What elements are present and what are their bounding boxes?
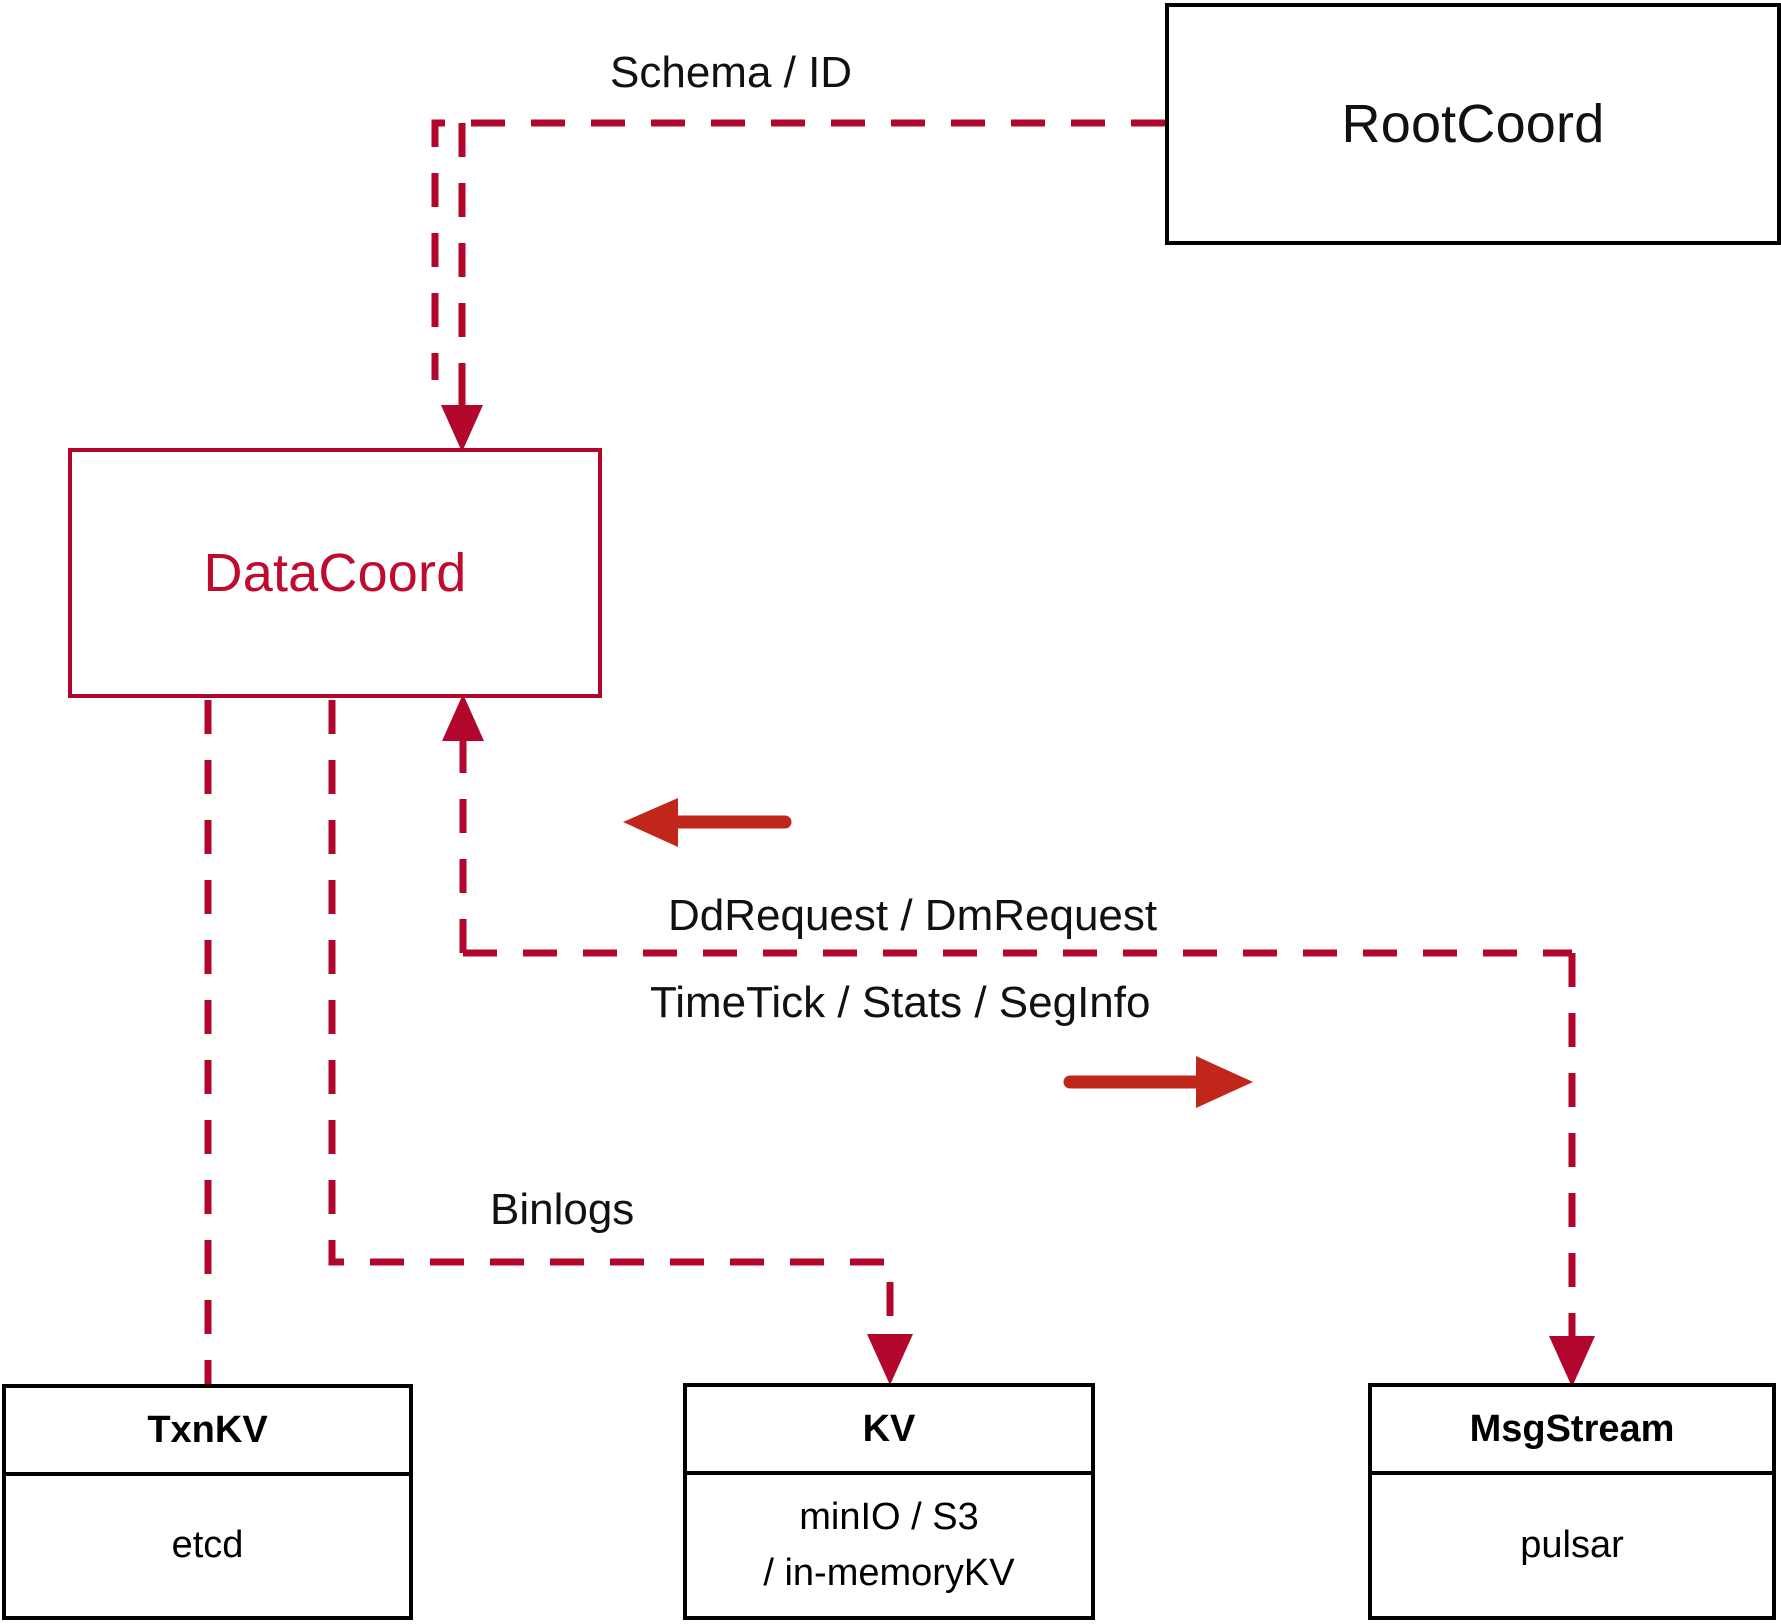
edge-request-bus xyxy=(442,694,1595,1387)
data-coord-label: DataCoord xyxy=(203,543,467,603)
kv-line-1: / in-memoryKV xyxy=(763,1551,1015,1594)
direction-arrow-right xyxy=(1063,1056,1253,1108)
edge-binlogs xyxy=(328,700,913,1385)
edge-label-schema-id: Schema / ID xyxy=(610,48,853,97)
txn-kv-body: etcd xyxy=(6,1476,409,1616)
txn-kv-line-0: etcd xyxy=(171,1524,244,1567)
root-coord-label: RootCoord xyxy=(1341,94,1605,154)
msg-stream-line-0: pulsar xyxy=(1520,1523,1624,1566)
node-root-coord[interactable]: RootCoord xyxy=(1165,3,1781,245)
kv-title: KV xyxy=(687,1387,1091,1475)
edge-label-timetick-stats-seginfo: TimeTick / Stats / SegInfo xyxy=(650,978,1151,1027)
edge-label-dd-dm-request: DdRequest / DmRequest xyxy=(668,891,1158,940)
direction-arrow-left xyxy=(623,798,792,847)
node-data-coord[interactable]: DataCoord xyxy=(68,448,602,698)
edge-schema-id xyxy=(431,119,1165,452)
kv-line-0: minIO / S3 xyxy=(799,1496,979,1539)
node-kv[interactable]: KV minIO / S3 / in-memoryKV xyxy=(683,1383,1095,1620)
node-msg-stream[interactable]: MsgStream pulsar xyxy=(1368,1383,1776,1620)
node-txn-kv[interactable]: TxnKV etcd xyxy=(2,1384,413,1620)
txn-kv-title: TxnKV xyxy=(6,1388,409,1476)
msg-stream-body: pulsar xyxy=(1372,1475,1772,1616)
kv-body: minIO / S3 / in-memoryKV xyxy=(687,1475,1091,1616)
msg-stream-title: MsgStream xyxy=(1372,1387,1772,1475)
edge-label-binlogs: Binlogs xyxy=(490,1185,635,1234)
